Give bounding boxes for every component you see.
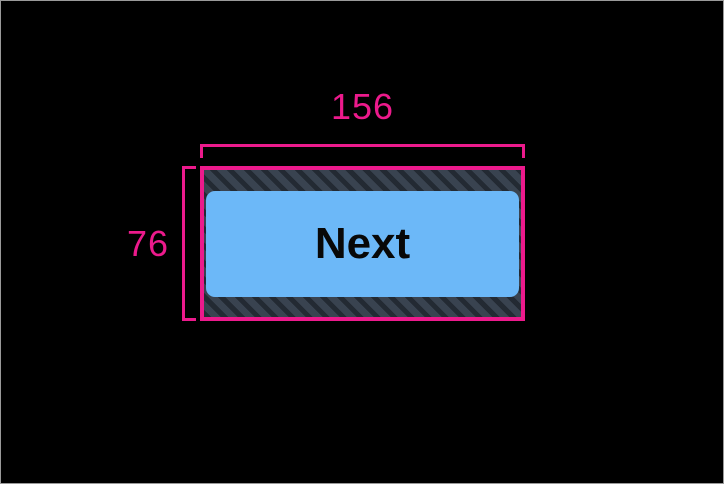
next-button[interactable]: Next <box>200 166 525 321</box>
next-button-label: Next <box>314 218 411 268</box>
width-dimension-label: 156 <box>330 86 395 127</box>
next-button-surface[interactable]: Next <box>206 190 519 297</box>
height-dimension-bracket <box>182 166 196 321</box>
height-bracket-line <box>182 166 196 321</box>
width-bracket-line <box>200 144 525 158</box>
height-dimension-label: 76 <box>126 222 169 264</box>
width-dimension-bracket <box>200 144 525 158</box>
